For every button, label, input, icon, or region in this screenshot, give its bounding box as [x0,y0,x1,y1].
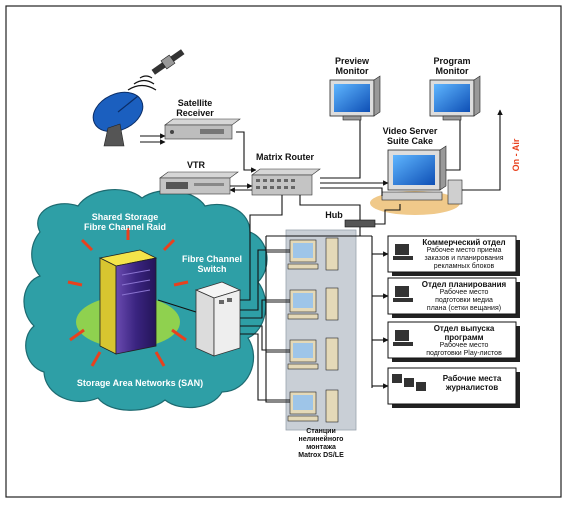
dept-journalists-title: Рабочие места журналистов [442,374,502,392]
fc-switch-icon [194,281,242,357]
vtr-label: VTR [187,160,205,170]
connections [140,109,503,403]
san-label: Storage Area Networks (SAN) [76,378,204,388]
signal-waves [127,75,157,91]
program-monitor-icon [429,75,481,121]
dept-release-desc: Рабочее место подготовки Play-листов [426,342,502,357]
program-monitor-label: Program Monitor [433,56,471,76]
storage-burst [67,228,189,367]
satellite-receiver-label: Satellite Receiver [176,98,214,118]
hub-label: Hub [325,210,343,220]
stations-label: Станции нелинейного монтажа Matrox DS/LE [298,428,344,459]
satellite-receiver-icon [164,118,241,140]
stations-panel [285,229,357,431]
station-computers [287,237,339,423]
dept-release-title: Отдел выпуска программ [433,324,495,342]
fc-switch-label: Fibre Channel Switch [181,254,242,274]
dept-planning-desc: Рабочее место подготовки медиа плана (се… [426,289,502,312]
satellite-dish-icon [92,91,144,147]
department-boxes [387,235,520,408]
video-server-icon [370,145,463,215]
vtr-icon [159,171,239,195]
shared-storage-icon [98,249,158,355]
preview-monitor-label: Preview Monitor [334,56,370,76]
matrix-router-icon [251,168,321,196]
dept-journalists: Рабочие места журналистов [428,374,516,392]
dept-commercial: Коммерческий отдел Рабочее место приема … [412,238,516,271]
dept-planning: Отдел планирования Рабочее место подгото… [412,280,516,313]
preview-monitor-icon [329,75,381,121]
department-pc-icons [392,244,426,391]
satellite-icon [151,49,185,75]
dept-release: Отдел выпуска программ Рабочее место под… [412,324,516,358]
on-air-label: On - Air [511,138,521,172]
dept-planning-title: Отдел планирования [421,280,507,289]
dept-commercial-title: Коммерческий отдел [422,238,506,247]
matrix-router-label: Matrix Router [255,152,314,162]
dept-commercial-desc: Рабочее место приема заказов и планирова… [424,247,504,270]
shared-storage-label: Shared Storage Fibre Channel Raid [83,212,166,232]
video-server-label: Video Server Suite Cake [382,126,438,146]
hub-icon [344,219,376,228]
